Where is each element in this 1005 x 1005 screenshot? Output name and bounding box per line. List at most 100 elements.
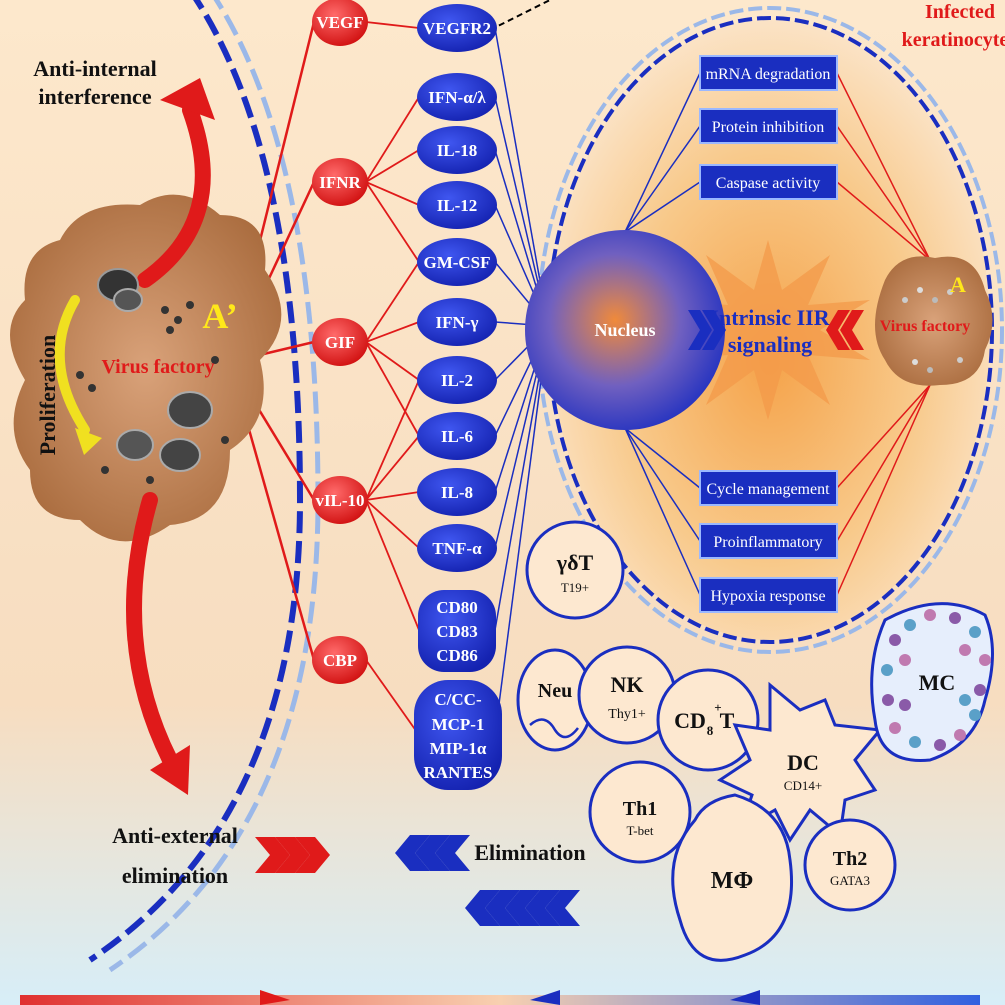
mc-granule: [959, 644, 971, 656]
link-red-blue: [365, 379, 420, 501]
blue-factor-label: IL-8: [441, 483, 473, 502]
svg-text:γδT: γδT: [556, 550, 594, 575]
red-factor-label: vIL-10: [315, 491, 364, 510]
mc-granule: [882, 694, 894, 706]
signaling-line1: Intrinsic IIR: [710, 305, 830, 330]
signaling-burst: [666, 240, 870, 420]
proliferation-arrow: [54, 295, 90, 435]
mc-granule: [899, 699, 911, 711]
red-factor-label: VEGF: [316, 13, 363, 32]
box-link-red: [836, 384, 931, 596]
cell-box-rect: [699, 523, 838, 559]
mc-granule: [974, 684, 986, 696]
chemokine-group: C/CC- MCP-1 MIP-1α RANTES: [414, 680, 502, 790]
red-factor-ball: [312, 476, 368, 524]
immune-cell-th2: Th2 GATA3: [803, 818, 897, 912]
cell-box-hypoxia-response: Hypoxia response: [624, 384, 931, 613]
infected-label-line2: keratinocyte: [902, 29, 1005, 51]
link-red-blue: [365, 321, 420, 343]
immune-cell-nk: NK Thy1+: [577, 645, 677, 745]
mcp1-label: MCP-1: [432, 715, 485, 734]
bottom-red-arrow: [260, 990, 290, 1005]
mc-granule: [934, 739, 946, 751]
blue-factor-il-2: IL-2: [417, 356, 497, 404]
blue-factor-label: IL-12: [437, 196, 478, 215]
signaling-line2: signaling: [728, 332, 812, 357]
cell-box-rect: [699, 577, 838, 613]
mc-granule: [924, 609, 936, 621]
cell-box-cycle-management: Cycle management: [624, 384, 931, 506]
box-link-red: [836, 181, 931, 261]
blue-factor-ifn: IFN-γ: [417, 298, 497, 346]
immune-cell-mphi: MΦ: [671, 793, 794, 962]
svg-text:MC: MC: [919, 670, 956, 695]
blue-factor-ifn: IFN-α/λ: [417, 73, 497, 121]
nucleus-label: Nucleus: [594, 320, 655, 340]
link-red-blue: [365, 181, 420, 263]
link-red-blue: [365, 491, 420, 501]
link-red-blue: [365, 261, 420, 343]
proliferation-arrowhead: [75, 428, 102, 455]
anti-external-line2: elimination: [122, 863, 228, 888]
cell-box-rect: [699, 164, 838, 200]
proliferation-label: Proliferation: [35, 335, 60, 456]
blue-factor-label: IFN-γ: [436, 313, 479, 332]
mc-granule: [904, 619, 916, 631]
blue-factor-il-8: IL-8: [417, 468, 497, 516]
svg-text:NK: NK: [611, 672, 644, 697]
svg-text:CD: CD: [674, 708, 706, 733]
box-link-red: [836, 384, 931, 542]
red-factor-vegf: VEGF: [312, 0, 368, 46]
box-link-blue: [624, 72, 701, 233]
bottom-blue-arrow-2: [730, 990, 760, 1005]
cd-group: CD80 CD83 CD86: [418, 590, 496, 672]
blue-factor-ball: [417, 356, 497, 404]
immune-cell-th1: Th1 T-bet: [588, 760, 692, 864]
cd83-label: CD83: [436, 622, 478, 641]
blue-chevrons-bottom: [465, 890, 580, 926]
virus-particles-left: [76, 268, 229, 484]
blue-factor-ball: [417, 4, 497, 52]
a-label: A: [950, 272, 966, 297]
anti-external-arrow: [126, 492, 178, 768]
anti-internal-line2: interference: [38, 84, 151, 109]
blue-factor-label: IL-2: [441, 371, 473, 390]
blue-factor-ball: [417, 126, 497, 174]
blue-factor-ball: [417, 298, 497, 346]
blue-factor-ball: [417, 412, 497, 460]
red-factor-ball: [312, 318, 368, 366]
red-chevrons: [255, 837, 330, 873]
blue-factor-vegfr2: VEGFR2: [417, 4, 497, 52]
link-red-blue: [365, 499, 420, 631]
box-link-red: [836, 72, 931, 261]
blue-factor-ball: [417, 73, 497, 121]
cell-box-label: mRNA degradation: [706, 66, 831, 83]
anti-external-line1: Anti-external: [112, 823, 238, 848]
cell-box-proinflammatory: Proinflammatory: [624, 384, 931, 559]
mc-granule: [909, 736, 921, 748]
blue-chevrons-top: [395, 835, 470, 871]
mc-granule: [889, 634, 901, 646]
dashed-connector: [489, 0, 553, 31]
cc-label: C/CC-: [434, 690, 482, 709]
svg-text:Neu: Neu: [538, 680, 572, 702]
svg-text:T19+: T19+: [561, 580, 589, 595]
box-link-red: [836, 125, 931, 261]
mip1a-label: MIP-1α: [430, 739, 487, 758]
cd80-label: CD80: [436, 598, 478, 617]
link-blue-nucleus: [494, 325, 549, 736]
red-factor-gif: GIF: [312, 318, 368, 366]
mc-granule: [959, 694, 971, 706]
red-factor-label: CBP: [323, 651, 357, 670]
cell-box-label: Cycle management: [706, 481, 830, 498]
link-red-blue: [365, 149, 420, 183]
svg-text:T: T: [720, 708, 735, 733]
cd86-label: CD86: [436, 646, 478, 665]
infected-label-line1: Infected: [925, 1, 995, 23]
blue-factor-ball: [417, 468, 497, 516]
blue-factor-gm-csf: GM-CSF: [417, 238, 497, 286]
red-factor-ball: [312, 0, 368, 46]
svg-text:8: 8: [707, 723, 714, 738]
